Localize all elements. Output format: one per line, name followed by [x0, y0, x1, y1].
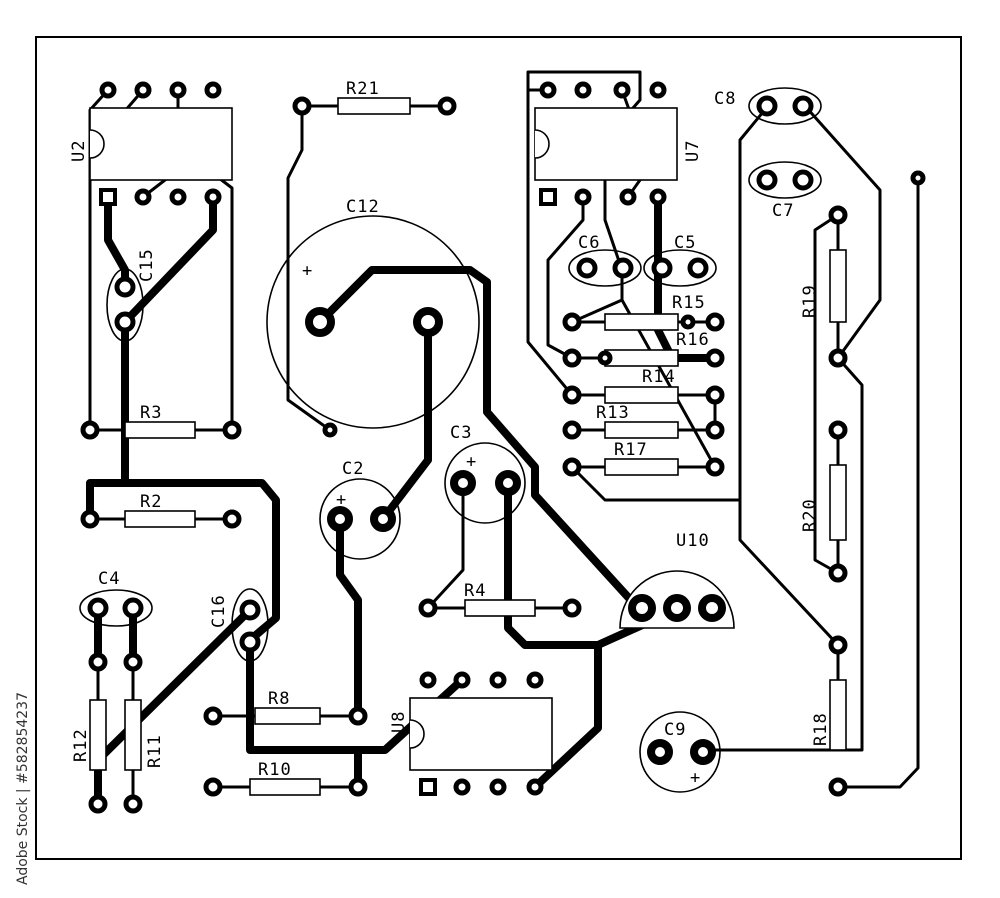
r19-label: R19 — [800, 284, 820, 318]
r3-label: R3 — [140, 403, 162, 423]
c2-label: C2 — [342, 459, 364, 479]
c8-label: C8 — [714, 89, 736, 109]
c2-plus-mark: + — [336, 490, 347, 510]
r4-label: R4 — [464, 581, 486, 601]
u10-label: U10 — [676, 531, 710, 551]
stock-watermark: Adobe Stock | #582854237 — [15, 692, 31, 885]
c7-label: C7 — [772, 201, 794, 221]
r15-label: R15 — [672, 293, 706, 313]
u7-ic-body — [534, 107, 678, 181]
r2-label: R2 — [140, 492, 162, 512]
u8-ic-body — [409, 697, 553, 771]
c15-label: C15 — [137, 248, 157, 282]
c3-label: C3 — [450, 423, 472, 443]
u2-ic-body — [89, 107, 233, 181]
r20-label: R20 — [800, 498, 820, 532]
labels: U2 U7 U8 U10 R21 R3 R2 R4 R8 R10 R12 R11… — [69, 79, 831, 788]
r16-label: R16 — [676, 330, 710, 350]
c12-label: C12 — [346, 197, 380, 217]
r10-label: R10 — [258, 760, 292, 780]
c5-label: C5 — [674, 233, 696, 253]
stock-watermark-text: Adobe Stock | #582854237 — [15, 692, 31, 885]
r18-label: R18 — [811, 712, 831, 746]
c9-plus-mark: + — [690, 768, 701, 788]
r21-label: R21 — [346, 79, 380, 99]
r8-label: R8 — [268, 689, 290, 709]
r13-label: R13 — [596, 403, 630, 423]
capacitor-outlines — [79, 87, 822, 793]
r12-label: R12 — [71, 728, 91, 762]
pads — [80, 81, 926, 814]
resistor-bodies — [89, 97, 847, 796]
u2-label: U2 — [69, 140, 89, 162]
c3-plus-mark: + — [466, 452, 477, 472]
c4-label: C4 — [98, 569, 120, 589]
u8-label: U8 — [389, 711, 409, 733]
c12-plus-mark: + — [302, 261, 313, 281]
c16-label: C16 — [209, 594, 229, 628]
r11-label: R11 — [145, 734, 165, 768]
board-outline — [35, 36, 962, 860]
c9-label: C9 — [664, 720, 686, 740]
u7-label: U7 — [683, 140, 703, 162]
c6-label: C6 — [578, 233, 600, 253]
r17-label: R17 — [614, 440, 648, 460]
r14-label: R14 — [642, 367, 676, 387]
